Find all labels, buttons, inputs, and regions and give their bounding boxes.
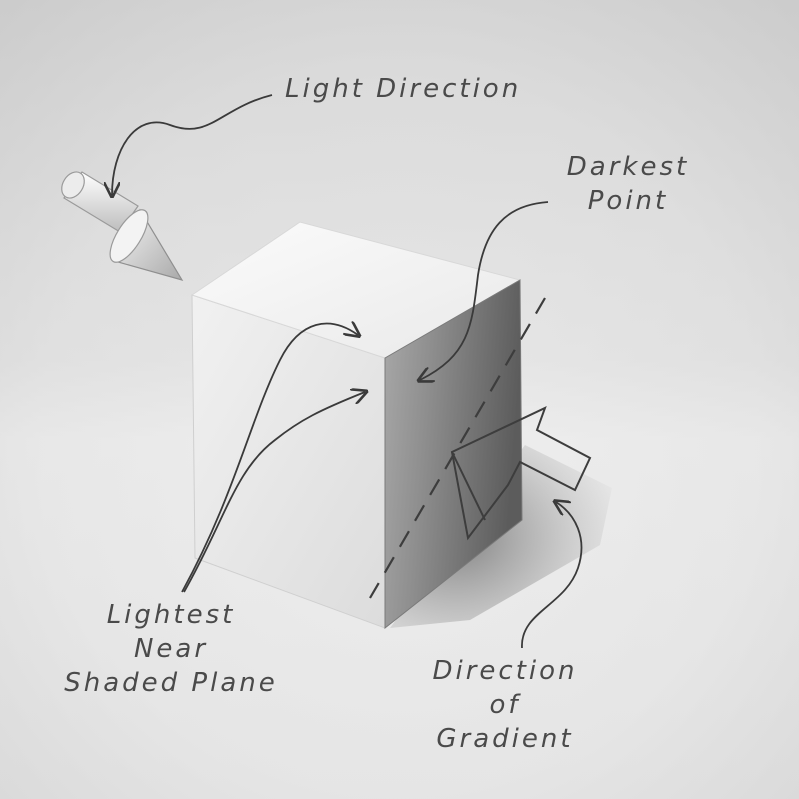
darkest-point-text-line1: Darkest — [566, 152, 690, 182]
light-direction-text: Light Direction — [285, 74, 522, 104]
lightest-near-text-line3: Shaded Plane — [64, 668, 278, 698]
gradient-direction-arrow-edge — [451, 451, 486, 521]
direction-of-gradient-text-line1: Direction — [432, 656, 578, 686]
light-source-arrow-icon — [61, 171, 184, 281]
direction-of-gradient-text-line3: Gradient — [436, 724, 574, 754]
darkest-point-text-line2: Point — [587, 186, 669, 216]
light-direction-leader — [112, 94, 273, 195]
lightest-near-shaded-plane-label: Lightest Near Shaded Plane — [46, 598, 296, 700]
lightest-near-text-line2: Near — [133, 634, 209, 664]
direction-of-gradient-leader — [521, 502, 583, 649]
darkest-point-leader — [420, 201, 549, 380]
light-direction-label: Light Direction — [285, 72, 521, 106]
lightest-near-leader-lower — [183, 392, 365, 593]
gradient-direction-arrow — [450, 406, 592, 541]
direction-of-gradient-text-line2: of — [489, 690, 521, 720]
lightest-near-leader-upper — [181, 324, 358, 593]
direction-of-gradient-label: Direction of Gradient — [420, 654, 590, 756]
lightest-near-text-line1: Lightest — [106, 600, 236, 630]
darkest-point-label: Darkest Point — [548, 150, 708, 218]
